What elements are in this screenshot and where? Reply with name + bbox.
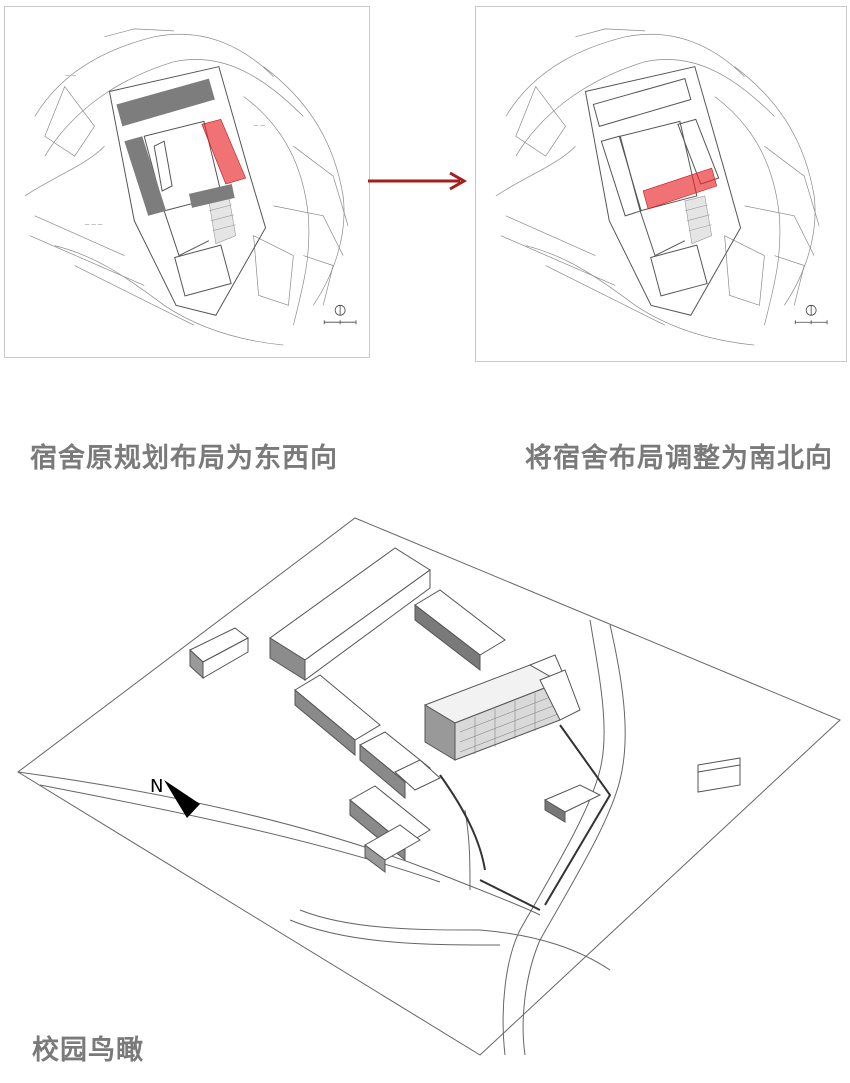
- compass-icon: [794, 304, 828, 325]
- campus-aerial-view: N: [17, 517, 841, 1056]
- north-label: N: [150, 776, 163, 797]
- site-plan-original-drawing: — — — — — — —: [24, 28, 357, 346]
- site-plan-original: — — — — — — —: [4, 6, 370, 358]
- right-arrow-icon: [368, 171, 468, 191]
- svg-text:— —: — —: [65, 73, 77, 79]
- svg-text:— —: — —: [254, 122, 266, 128]
- caption-campus-aerial: 校园鸟瞰: [32, 1035, 144, 1066]
- compass-icon: [323, 304, 357, 325]
- north-arrow-icon: [164, 780, 200, 818]
- site-plan-adjusted: [475, 6, 847, 362]
- caption-adjusted-layout: 将宿舍布局调整为南北向: [525, 443, 833, 474]
- site-plan-adjusted-drawing: [495, 28, 828, 346]
- svg-text:— — —: — — —: [85, 222, 103, 228]
- caption-original-layout: 宿舍原规划布局为东西向: [30, 443, 338, 474]
